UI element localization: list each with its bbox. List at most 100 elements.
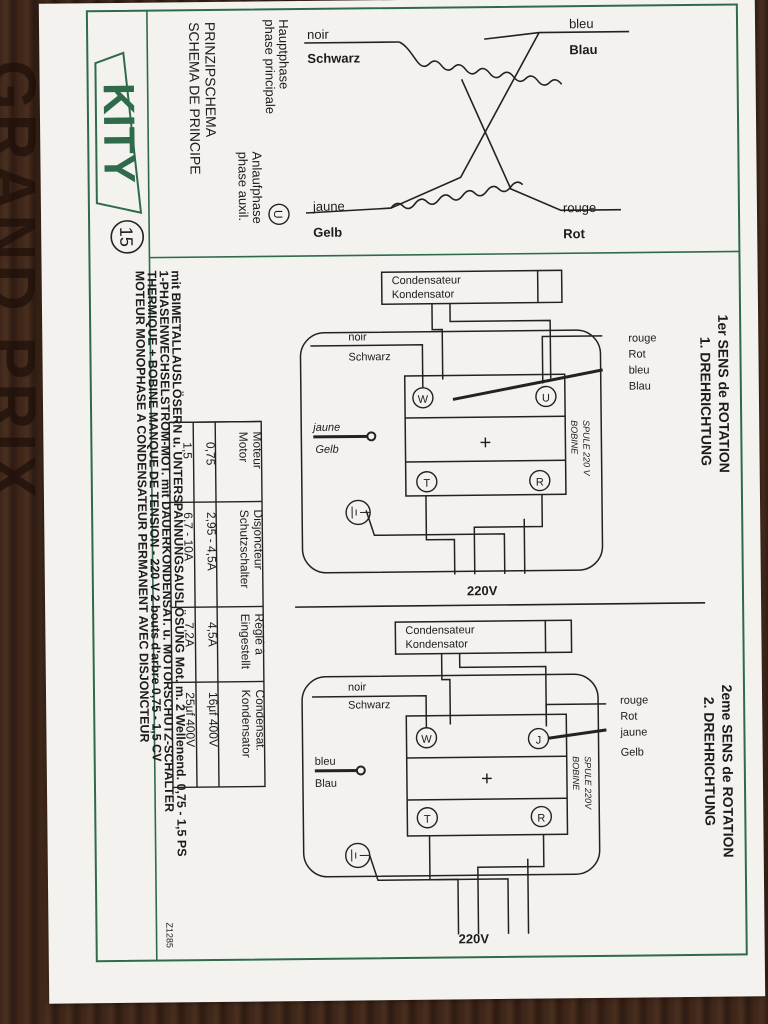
schema-title-fr: SCHEMA DE PRINCIPE xyxy=(186,22,204,175)
middle-divider xyxy=(295,602,706,608)
sens1-fr: 1er SENS de ROTATION xyxy=(715,315,733,473)
schema-title: SCHEMA DE PRINCIPE PRINZIPSCHEMA xyxy=(186,22,219,175)
terminal-w-2-label: W xyxy=(421,734,432,746)
terminal-t-1-label: T xyxy=(423,478,430,490)
d1-blau: Blau xyxy=(629,380,651,392)
capacitor-2-de: Kondensator xyxy=(405,638,468,651)
table-cell: 16μf 400V xyxy=(206,692,221,747)
d1-rouge: rouge xyxy=(628,332,656,344)
ground-2-icon xyxy=(345,842,371,869)
table-cell: 2,95 - 4,5A xyxy=(204,512,219,571)
ref-code: Z1285 xyxy=(164,922,174,948)
terminal-j-2-label: J xyxy=(536,735,542,747)
coil-noir: noir xyxy=(307,27,330,42)
d2-jaune: jaune xyxy=(619,726,647,738)
d2-blau: Blau xyxy=(315,778,337,790)
table-header-setting-fr: Réglé à xyxy=(252,613,266,655)
sens1-de: 1. DREHRICHTUNG xyxy=(697,337,714,466)
terminal-w-2: W xyxy=(415,727,438,749)
table-header-setting-de: Eingestellt xyxy=(238,614,253,670)
sens2-de: 2. DREHRICHTUNG xyxy=(701,697,718,826)
terminal-w-1-label: W xyxy=(418,394,429,406)
terminal-r-1: R xyxy=(529,469,551,492)
footer-divider xyxy=(146,10,158,961)
coil-blau: Blau xyxy=(569,42,597,57)
coil-gelb: Gelb xyxy=(313,225,342,240)
ground-1-icon xyxy=(345,499,371,526)
bobine-2: BOBINE xyxy=(571,756,581,791)
terminal-u-1: U xyxy=(535,385,557,408)
kity-logo: KITY xyxy=(94,51,144,214)
plus-1: + xyxy=(479,432,491,454)
d1-noir: noir xyxy=(348,331,367,343)
sheet-number-badge: 15 xyxy=(110,220,145,254)
table-cell: 25μf 400V xyxy=(183,692,198,747)
table-header-capacitor-fr: Condensat. xyxy=(253,689,268,751)
plus-2: + xyxy=(481,768,493,790)
top-divider xyxy=(149,250,740,259)
coil-schwarz: Schwarz xyxy=(307,50,360,66)
terminal-r-1-label: R xyxy=(536,477,544,489)
table-header-breaker-fr: Disjoncteur xyxy=(251,509,266,569)
spule-2: SPULE 220V xyxy=(583,756,594,810)
schema-title-de: PRINZIPSCHEMA xyxy=(202,22,219,138)
terminal-t-2-label: T xyxy=(424,814,431,826)
footer-line-4: mit BIMETALLAUSLÖSERN u. UNTERSPANNUNGSA… xyxy=(169,270,190,856)
u-terminal-top: U xyxy=(268,203,290,225)
coil-rot: Rot xyxy=(563,226,585,241)
voltage-2: 220V xyxy=(459,931,490,946)
instruction-sheet: KITY 15 SCHEMA DE PRINCIPE PRINZIPSCHEMA… xyxy=(38,0,766,1004)
terminal-w-1: W xyxy=(412,387,434,409)
table-cell: 1,5 xyxy=(180,442,194,459)
table-cell: 6,7 - 10A xyxy=(181,512,196,561)
sens2-fr: 2eme SENS de ROTATION xyxy=(719,685,737,858)
phase-main-de: Hauptphase xyxy=(276,19,292,89)
table-header-motor-fr: Moteur xyxy=(250,431,264,469)
junction-1 xyxy=(366,431,377,442)
d1-bleu: bleu xyxy=(629,364,650,376)
footer-line-1: MOTEUR MONOPHASE A CONDENSATEUR PERMANEN… xyxy=(133,271,152,743)
bobine-1: BOBINE xyxy=(569,420,579,455)
phase-main-fr: phase principale xyxy=(262,19,278,114)
diagram-2 xyxy=(301,619,607,935)
spec-table-text: Moteur Motor Disjoncteur Schutzschalter … xyxy=(180,431,268,757)
d2-gelb: Gelb xyxy=(621,746,644,758)
spec-table xyxy=(168,420,266,789)
sheet-border xyxy=(85,3,748,963)
u-terminal-top-label: U xyxy=(271,210,285,219)
spule-1: SPULE 220 V xyxy=(581,420,592,477)
coil-rouge: rouge xyxy=(563,200,596,215)
d2-rouge: rouge xyxy=(620,694,648,706)
coil-symbol xyxy=(304,30,630,214)
table-cell: 4,5A xyxy=(205,622,219,647)
brand-text: KITY xyxy=(94,83,144,184)
d2-schwarz: Schwarz xyxy=(348,699,390,711)
d1-jaune: jaune xyxy=(311,422,340,434)
terminal-t-1: T xyxy=(416,471,438,493)
junction-2 xyxy=(355,765,366,776)
footer-description: MOTEUR MONOPHASE A CONDENSATEUR PERMANEN… xyxy=(133,270,190,856)
terminal-r-2-label: R xyxy=(537,813,545,825)
capacitor-1-de: Kondensator xyxy=(392,288,455,301)
diagram-1 xyxy=(299,269,604,575)
phase-main-label: phase principale Hauptphase xyxy=(262,19,292,114)
d1-gelb: Gelb xyxy=(315,444,338,456)
terminal-t-2: T xyxy=(416,807,439,829)
capacitor-2-fr: Condensateur xyxy=(405,624,475,637)
terminal-r-2: R xyxy=(530,805,553,828)
phase-aux-label: phase auxil. Anlaufphase xyxy=(235,151,265,223)
d2-bleu: bleu xyxy=(315,756,336,768)
d1-rot: Rot xyxy=(628,348,645,360)
sheet-number: 15 xyxy=(116,227,136,247)
terminal-u-1-label: U xyxy=(542,392,550,404)
phase-aux-de: Anlaufphase xyxy=(249,151,265,223)
table-cell: 0,75 xyxy=(203,442,217,466)
voltage-1: 220V xyxy=(467,583,498,598)
phase-aux-fr: phase auxil. xyxy=(235,152,251,222)
footer-line-2: THERMIQUE + BOBINE MANQUE DE TENSION - 2… xyxy=(145,271,164,763)
coil-jaune: jaune xyxy=(312,199,345,214)
table-header-breaker-de: Schutzschalter xyxy=(237,510,252,589)
coil-bleu: bleu xyxy=(569,16,594,31)
terminal-j-2: J xyxy=(527,727,550,750)
wiring-diagram: KITY 15 SCHEMA DE PRINCIPE PRINZIPSCHEMA… xyxy=(85,3,748,963)
